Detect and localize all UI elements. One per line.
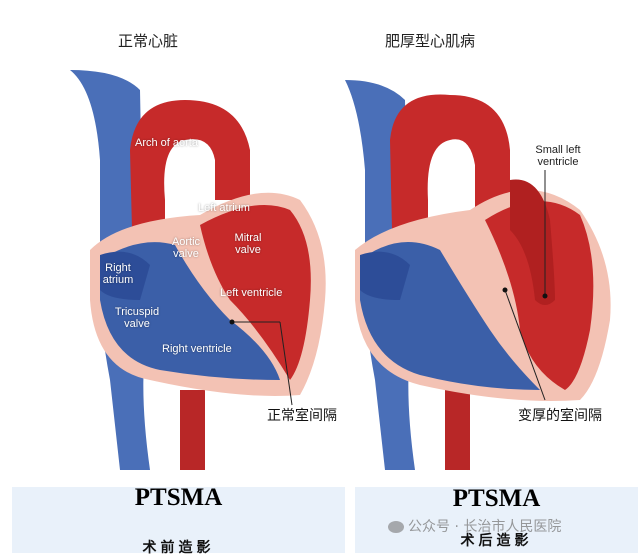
pre-op-subtitle: 术前造影 bbox=[142, 540, 215, 556]
wechat-icon bbox=[388, 521, 404, 533]
label-mitral-valve: Mitral valve bbox=[234, 232, 262, 256]
label-small-left-ventricle: Small left ventricle bbox=[535, 144, 581, 168]
heart-illustrations bbox=[70, 70, 611, 470]
label-left-atrium: Left atrium bbox=[198, 202, 250, 214]
normal-heart-illustration bbox=[70, 70, 326, 470]
hcm-heart-illustration bbox=[345, 80, 611, 470]
normal-septum-caption: 正常室间隔 bbox=[267, 408, 337, 424]
post-op-title: PTSMA bbox=[452, 485, 541, 512]
label-tricuspid-valve: Tricuspid valve bbox=[114, 306, 160, 330]
watermark: 公众号 · 长治市人民医院 bbox=[388, 516, 561, 536]
label-aortic-valve: Aortic valve bbox=[171, 236, 201, 260]
watermark-text: 公众号 · 长治市人民医院 bbox=[408, 519, 562, 535]
normal-heart-title: 正常心脏 bbox=[118, 32, 179, 50]
label-arch-of-aorta: Arch of aorta bbox=[135, 137, 198, 149]
pre-op-panel: PTSMA 术前造影 bbox=[12, 484, 345, 556]
hcm-septum-caption: 变厚的室间隔 bbox=[518, 408, 602, 424]
label-right-ventricle: Right ventricle bbox=[162, 343, 232, 355]
label-left-ventricle: Left ventricle bbox=[220, 287, 283, 299]
post-op-subtitle: 术后造影 bbox=[460, 533, 533, 549]
label-right-atrium: Right atrium bbox=[102, 262, 134, 286]
hcm-heart-title: 肥厚型心肌病 bbox=[385, 32, 476, 50]
post-op-panel: PTSMA 术后造影 bbox=[355, 485, 638, 553]
pre-op-title: PTSMA bbox=[134, 484, 223, 511]
